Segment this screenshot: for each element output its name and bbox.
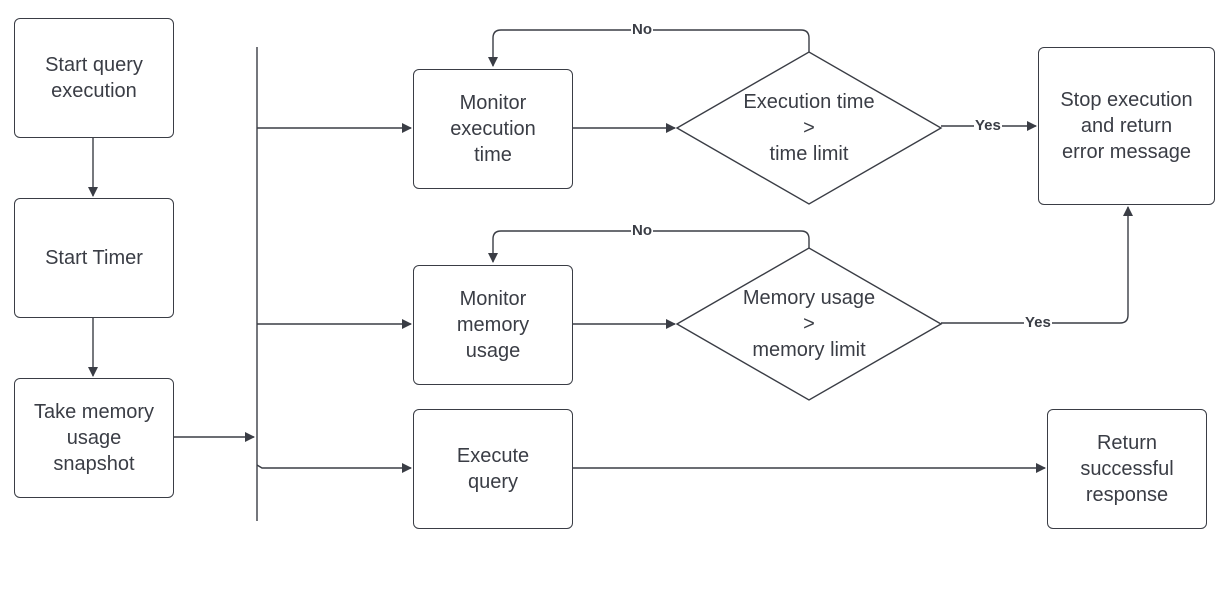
monitor-time-label: Monitor execution time <box>450 92 536 166</box>
decision-memory-text: Memory usage > memory limit <box>742 287 876 361</box>
edge-memory-yes <box>941 206 1133 324</box>
stop-execution-node: Stop execution and return error message <box>1038 47 1215 205</box>
return-success-label: Return successful response <box>1080 432 1174 506</box>
start-query-node: Start query execution <box>14 18 174 138</box>
arrow-fork-to-execute <box>256 463 412 473</box>
decision-memory-label: Memory usage > memory limit <box>709 284 909 364</box>
monitor-memory-label: Monitor memory usage <box>456 288 530 362</box>
start-timer-label: Start Timer <box>45 247 143 269</box>
return-success-node: Return successful response <box>1047 409 1207 529</box>
monitor-memory-node: Monitor memory usage <box>413 265 573 385</box>
decision-time-diamond <box>675 51 943 205</box>
decision-time-label: Execution time > time limit <box>709 88 909 168</box>
edge-label-time-yes: Yes <box>974 117 1002 134</box>
start-query-label: Start query execution <box>45 54 143 102</box>
decision-time-text: Execution time > time limit <box>743 91 875 165</box>
execute-query-node: Execute query <box>413 409 573 529</box>
memory-snapshot-node: Take memory usage snapshot <box>14 378 174 498</box>
edge-label-time-no: No <box>631 21 653 38</box>
edge-label-memory-no: No <box>631 222 653 239</box>
stop-execution-label: Stop execution and return error message <box>1060 89 1193 163</box>
decision-memory-diamond <box>675 247 943 401</box>
execute-query-label: Execute query <box>456 445 530 493</box>
monitor-time-node: Monitor execution time <box>413 69 573 189</box>
memory-snapshot-label: Take memory usage snapshot <box>33 401 155 475</box>
start-timer-node: Start Timer <box>14 198 174 318</box>
edge-label-memory-yes: Yes <box>1024 314 1052 331</box>
